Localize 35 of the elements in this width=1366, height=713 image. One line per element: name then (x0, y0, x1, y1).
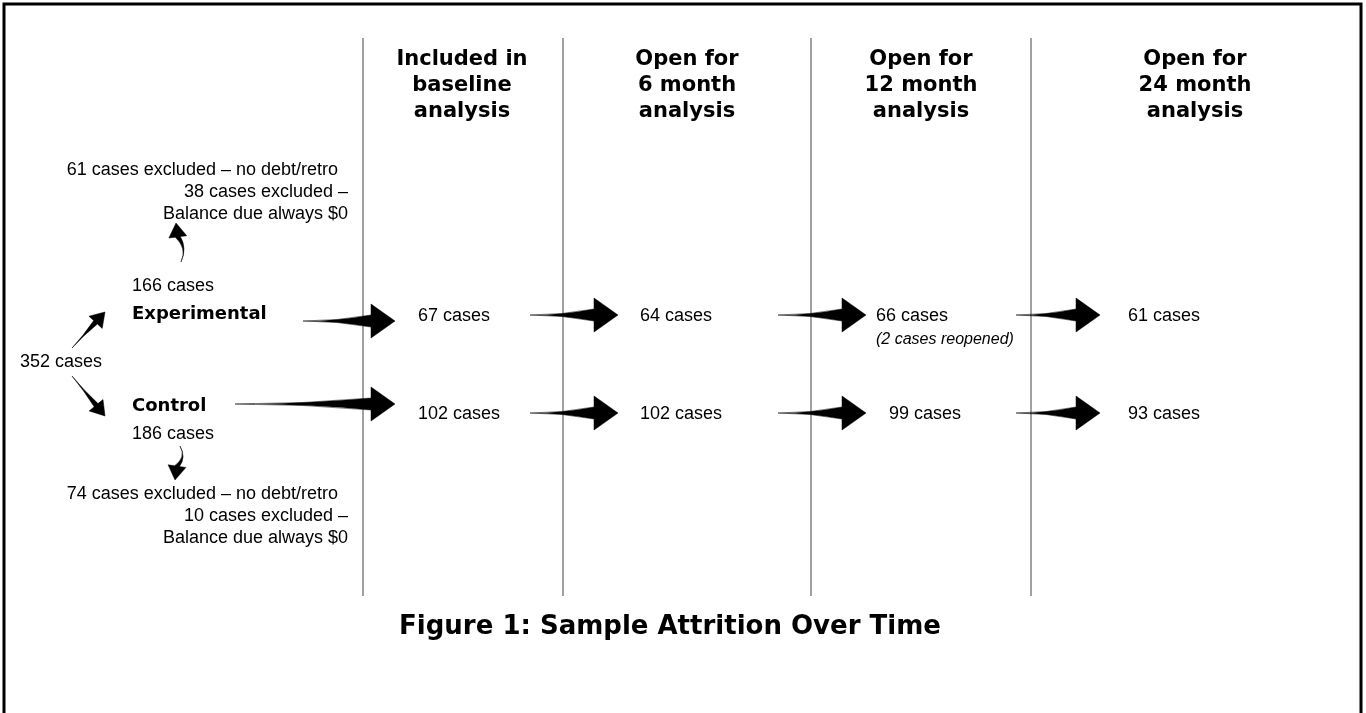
arrow (167, 445, 187, 481)
case-count: 99 cases (889, 402, 963, 424)
case-count: 186 cases (132, 422, 216, 444)
arrow (529, 297, 619, 333)
exclusion-note: 74 cases excluded – no debt/retro (65, 482, 338, 504)
group-name: Experimental (132, 302, 268, 324)
column-heading: Included in baseline analysis (395, 45, 529, 123)
exclusion-note: 61 cases excluded – no debt/retro (65, 158, 338, 180)
arrow (234, 386, 396, 422)
arrow (168, 222, 187, 263)
arrow (71, 311, 106, 349)
group-name: Control (132, 394, 208, 416)
case-count: 93 cases (1128, 402, 1202, 424)
arrow (777, 395, 867, 431)
note: (2 cases reopened) (876, 330, 1014, 348)
arrow (777, 297, 867, 333)
column-heading: Open for 24 month analysis (1137, 45, 1253, 123)
case-count: 102 cases (640, 402, 724, 424)
case-count: 61 cases (1128, 304, 1202, 326)
arrow (1015, 395, 1101, 431)
exclusion-note: 38 cases excluded – Balance due always $0 (161, 180, 349, 224)
case-count: 352 cases (20, 350, 104, 372)
column-heading: Open for 12 month analysis (863, 45, 979, 123)
case-count: 67 cases (418, 304, 492, 326)
case-count: 102 cases (418, 402, 502, 424)
case-count: 66 cases (876, 304, 950, 326)
column-heading: Open for 6 month analysis (634, 45, 740, 123)
arrow (529, 395, 619, 431)
case-count: 64 cases (640, 304, 714, 326)
exclusion-note: 10 cases excluded – Balance due always $0 (161, 504, 349, 548)
arrow (1015, 297, 1101, 333)
figure-caption: Figure 1: Sample Attrition Over Time (398, 610, 942, 640)
arrow (302, 303, 396, 339)
arrow (71, 375, 106, 417)
case-count: 166 cases (132, 274, 216, 296)
